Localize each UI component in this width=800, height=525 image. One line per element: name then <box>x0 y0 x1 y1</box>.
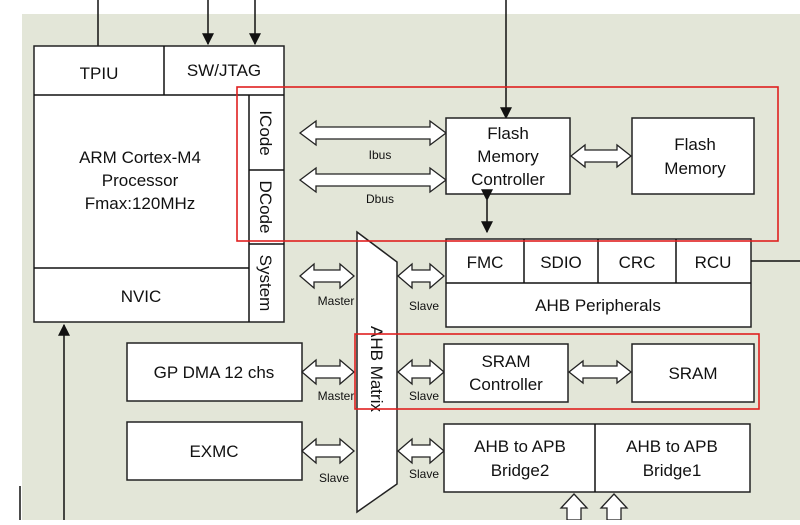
flash-ctrl-line1: Flash <box>487 124 529 143</box>
dma-master-arrow <box>301 358 355 386</box>
ahb-matrix-label: AHB Matrix <box>367 326 386 412</box>
system-label: System <box>256 255 275 312</box>
bridges-box <box>443 423 751 493</box>
cpu-label-line2: Processor <box>102 171 179 190</box>
exmc-label: EXMC <box>189 442 238 461</box>
sram-box <box>631 343 755 403</box>
dbus-label: Dbus <box>366 192 394 206</box>
flash-ctrl-line3: Controller <box>471 170 545 189</box>
cpu-label-line3: Fmax:120MHz <box>85 194 196 213</box>
crc-label: CRC <box>619 253 656 272</box>
ahb-matrix <box>356 230 398 514</box>
flash-link-arrow <box>569 143 633 169</box>
system-master-label: Master <box>318 294 355 308</box>
ahb-peripherals-label: AHB Peripherals <box>535 296 661 315</box>
ibus-label: Ibus <box>369 148 392 162</box>
sram-ctrl-line1: SRAM <box>481 352 530 371</box>
sram-controller-box <box>443 343 569 403</box>
sram-label: SRAM <box>668 364 717 383</box>
nvic-label: NVIC <box>121 287 162 306</box>
flash-mem-line2: Memory <box>664 159 726 178</box>
bridge2-line2: Bridge2 <box>491 461 550 480</box>
sdio-label: SDIO <box>540 253 582 272</box>
dcode-label: DCode <box>256 181 275 234</box>
exmc-slave-label: Slave <box>319 471 349 485</box>
fmc-label: FMC <box>467 253 504 272</box>
cpu-outer-box <box>33 45 285 323</box>
flash-mem-line1: Flash <box>674 135 716 154</box>
sram-slave-label: Slave <box>409 389 439 403</box>
flash-ctrl-line2: Memory <box>477 147 539 166</box>
gp-dma-box <box>126 342 303 402</box>
peripherals-slave-arrow <box>397 262 445 290</box>
system-master-arrow <box>299 262 355 290</box>
exmc-slave-arrow <box>301 437 355 465</box>
bridge-slave-label: Slave <box>409 467 439 481</box>
bridge1-line2: Bridge1 <box>643 461 702 480</box>
flash-highlight-frame <box>236 86 779 242</box>
dma-master-label: Master <box>318 389 355 403</box>
flash-controller-box <box>445 117 571 195</box>
flash-memory-box <box>631 117 755 195</box>
gp-dma-label: GP DMA 12 chs <box>154 363 275 382</box>
bridge2-line1: AHB to APB <box>474 437 566 456</box>
sram-highlight-frame <box>354 333 760 410</box>
cpu-label-line1: ARM Cortex-M4 <box>79 148 201 167</box>
sram-link-arrow <box>567 359 633 385</box>
rcu-label: RCU <box>695 253 732 272</box>
peripherals-slave-label: Slave <box>409 299 439 313</box>
sram-ctrl-line2: Controller <box>469 375 543 394</box>
swjtag-label: SW/JTAG <box>187 61 261 80</box>
bridge1-line1: AHB to APB <box>626 437 718 456</box>
tpiu-label: TPIU <box>80 64 119 83</box>
icode-label: ICode <box>256 110 275 155</box>
